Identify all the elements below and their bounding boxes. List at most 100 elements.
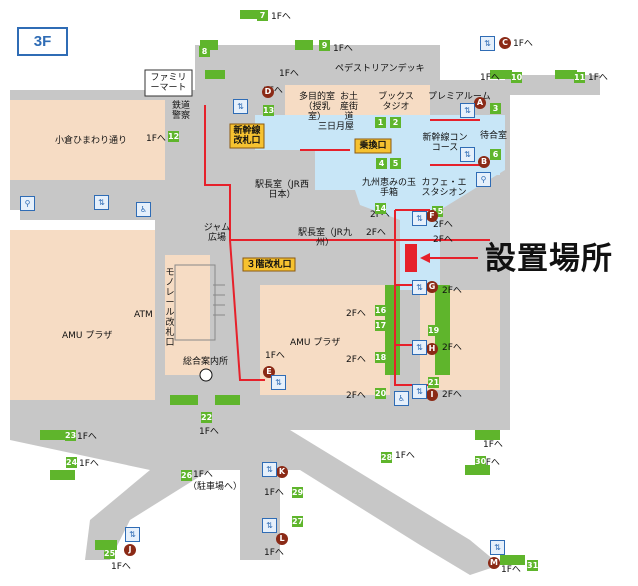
souvenir-label: お土産街道: [339, 92, 358, 122]
floor-ref: 2Fへ: [346, 355, 366, 365]
floor-ref: 1Fへ: [111, 562, 131, 572]
shinkansen-gate-label: 新幹線改札口: [233, 126, 261, 146]
floor-ref: 2Fへ: [346, 309, 366, 319]
pedestrian-deck-label: ペデストリアンデッキ: [335, 64, 425, 74]
stair-number: 21: [428, 377, 440, 388]
railway-police-label: 鉄道警察: [171, 101, 190, 121]
floor-ref: 1Fへ: [480, 73, 500, 83]
floor-ref: 1Fへ: [395, 451, 415, 461]
elevator-icon: ⇅: [262, 518, 277, 533]
shop-areas: [10, 85, 500, 400]
stair-number: 12: [168, 131, 180, 142]
gate-3f-label: ３階改札口: [246, 260, 292, 270]
floor-ref: 1Fへ: [199, 427, 219, 437]
exit-badge: A: [474, 97, 486, 109]
stair-number: 10: [511, 72, 523, 83]
floor-ref: 1Fへ: [279, 69, 299, 79]
elevator-icon: ⇅: [125, 527, 140, 542]
callout-label: 設置場所: [485, 241, 613, 277]
stair-number: 6: [490, 149, 501, 160]
floor-ref: 2Fへ: [433, 235, 453, 245]
floor-label: 3F: [17, 27, 68, 56]
stair-number: 16: [375, 305, 387, 316]
stair-number: 7: [257, 10, 268, 21]
floor-ref: 1Fへ: [513, 39, 533, 49]
stationmaster-kyushu-label: 駅長室（JR九州）: [298, 228, 352, 248]
shinkansen-concourse-label: 新幹線コンコース: [422, 133, 468, 153]
exit-badge: K: [276, 466, 288, 478]
stair-number: 30: [475, 456, 487, 467]
monorail-gate-label: モノレール改札口: [165, 268, 175, 348]
cafe-label: カフェ・エスタシオン: [421, 178, 467, 198]
elevator-icon: ⇅: [412, 384, 427, 399]
elevator-icon: ⇅: [460, 147, 475, 162]
floor-ref: 2Fへ: [370, 210, 390, 220]
exit-badge: L: [276, 533, 288, 545]
elevator-icon: ⇅: [271, 375, 286, 390]
floor-ref: 1Fへ: [264, 548, 284, 558]
stair-number: 1: [375, 117, 386, 128]
stair-number: 5: [390, 158, 401, 169]
exit-badge: F: [426, 210, 438, 222]
elevator-icon: ⇅: [233, 99, 248, 114]
floor-ref: 1Fへ: [333, 44, 353, 54]
waiting-room-label: 待合室: [480, 131, 508, 141]
floor-ref: 1Fへ: [79, 459, 99, 469]
floor-ref: 1Fへ: [146, 134, 166, 144]
exit-badge: J: [124, 544, 136, 556]
floor-ref: 1Fへ: [271, 12, 291, 22]
floor-ref: 2Fへ: [346, 391, 366, 401]
stationmaster-west-label: 駅長室（JR西日本）: [255, 180, 309, 200]
kyushu-megumi-label: 九州恵みの玉手箱: [361, 178, 416, 198]
elevator-icon: ⇅: [460, 103, 475, 118]
floor-ref: 1Fへ: [264, 488, 284, 498]
family-mart-box: [144, 69, 193, 97]
floor-ref: 2Fへ: [442, 390, 462, 400]
stair-number: 13: [263, 105, 275, 116]
floor-ref: 2Fへ: [442, 343, 462, 353]
floor-ref: 1Fへ: [588, 73, 608, 83]
info-center-label: 総合案内所: [183, 357, 229, 367]
transfer-gate-label: 乗換口: [359, 141, 387, 151]
exit-badge: D: [262, 86, 274, 98]
floor-ref: 1Fへ: [483, 440, 503, 450]
elevator-icon: ⇅: [412, 211, 427, 226]
stair-number: 2: [390, 117, 401, 128]
elevator-icon: ⇅: [262, 462, 277, 477]
stair-number: 18: [375, 352, 387, 363]
floor-ref: 1Fへ: [480, 458, 500, 468]
stair-number: 29: [292, 487, 304, 498]
toilet-icon: ⚲: [20, 196, 35, 211]
stair-number: 14: [375, 203, 387, 214]
elevator-icon: ⇅: [490, 540, 505, 555]
stair-number: 27: [292, 516, 304, 527]
stair-number: 19: [428, 325, 440, 336]
amu-plaza-left-label: AMU プラザ: [62, 331, 113, 341]
monorail-tracks: [174, 264, 225, 341]
kokura-himawari-label: 小倉ひまわり通り: [55, 136, 128, 146]
installation-marker: [405, 244, 417, 272]
stair-number: 3: [490, 103, 501, 114]
family-mart-label: ファミリーマート: [150, 73, 187, 93]
elevator-icon: ⇅: [412, 280, 427, 295]
wheelchair-icon: ♿: [136, 202, 151, 217]
floor-ref: 1Fへ: [265, 351, 285, 361]
exit-badge: I: [426, 389, 438, 401]
stair-number: 31: [527, 560, 539, 571]
stair-number: 22: [201, 412, 213, 423]
stair-number: 15: [432, 206, 444, 217]
info-center-icon: [199, 368, 213, 382]
callout-arrow: [420, 253, 478, 263]
book-studio-label: ブックスタジオ: [378, 92, 414, 112]
atm-label: ATM: [134, 310, 153, 320]
stair-number: 25: [104, 548, 116, 559]
elevator-icon: ⇅: [412, 340, 427, 355]
elevator-icon: ⇅: [480, 36, 495, 51]
stair-number: 28: [381, 452, 393, 463]
floor-ref: 1Fへ: [501, 565, 521, 575]
gate-boxes: [229, 123, 392, 272]
stair-number: 20: [375, 388, 387, 399]
stair-number: 9: [319, 40, 330, 51]
mikazukiya-label: 三日月屋: [318, 122, 355, 132]
